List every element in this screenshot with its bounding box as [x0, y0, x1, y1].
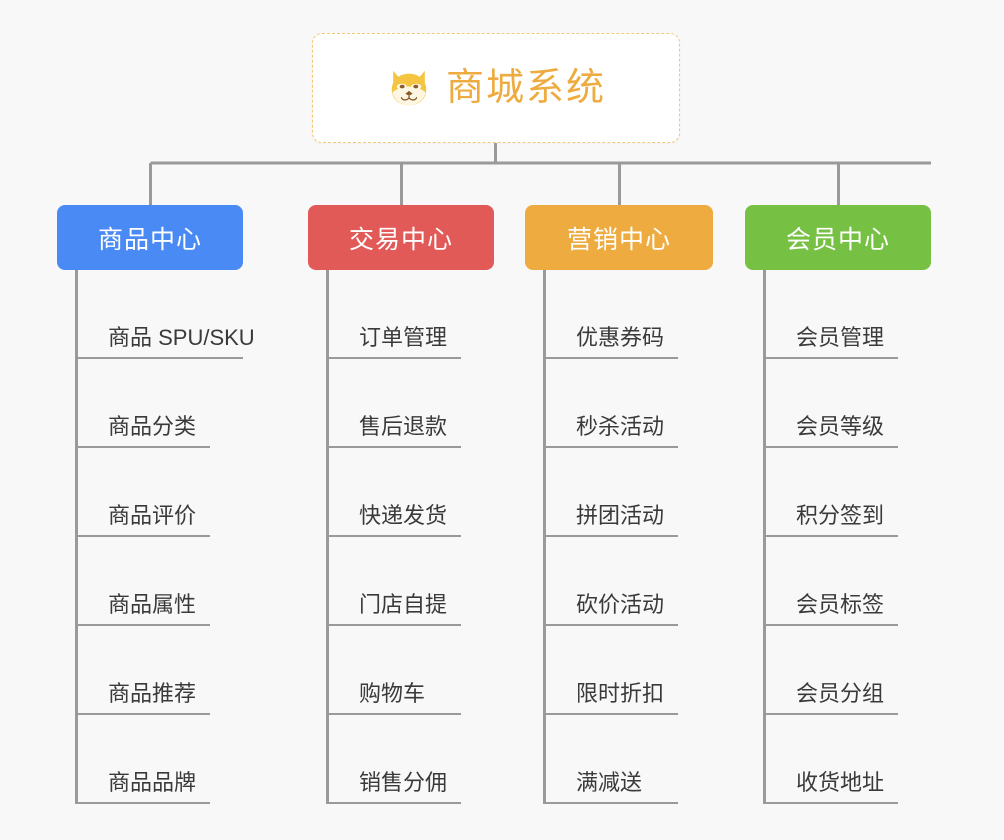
list-item[interactable]: 会员管理 [766, 270, 931, 359]
leaf-list-member: 会员管理 会员等级 积分签到 会员标签 会员分组 收货地址 [763, 270, 931, 804]
leaf-label: 优惠券码 [546, 324, 678, 359]
leaf-label: 限时折扣 [546, 680, 678, 715]
list-item[interactable]: 秒杀活动 [546, 359, 713, 448]
category-header-marketing[interactable]: 营销中心 [525, 205, 713, 270]
list-item[interactable]: 会员标签 [766, 537, 931, 626]
leaf-label: 会员分组 [766, 680, 898, 715]
leaf-label: 会员标签 [766, 591, 898, 626]
leaf-label: 会员管理 [766, 324, 898, 359]
leaf-label: 拼团活动 [546, 502, 678, 537]
category-header-member[interactable]: 会员中心 [745, 205, 931, 270]
category-column-trade: 交易中心 订单管理 售后退款 快递发货 门店自提 购物车 销售分佣 [308, 205, 494, 820]
leaf-label: 满减送 [546, 769, 678, 804]
category-label: 交易中心 [348, 225, 453, 254]
leaf-label: 订单管理 [329, 324, 461, 359]
leaf-label: 收货地址 [766, 769, 898, 804]
list-item[interactable]: 售后退款 [329, 359, 494, 448]
leaf-label: 商品属性 [78, 591, 210, 626]
list-item[interactable]: 商品品牌 [78, 715, 243, 804]
leaf-list-trade: 订单管理 售后退款 快递发货 门店自提 购物车 销售分佣 [326, 270, 494, 804]
list-item[interactable]: 门店自提 [329, 537, 494, 626]
leaf-label: 商品分类 [78, 413, 210, 448]
list-item[interactable]: 购物车 [329, 626, 494, 715]
category-column-marketing: 营销中心 优惠券码 秒杀活动 拼团活动 砍价活动 限时折扣 满减送 [525, 205, 713, 820]
leaf-label: 门店自提 [329, 591, 461, 626]
list-item[interactable]: 商品推荐 [78, 626, 243, 715]
list-item[interactable]: 会员分组 [766, 626, 931, 715]
category-column-product: 商品中心 商品 SPU/SKU 商品分类 商品评价 商品属性 商品推荐 商品品牌 [57, 205, 255, 820]
list-item[interactable]: 商品属性 [78, 537, 243, 626]
leaf-label: 秒杀活动 [546, 413, 678, 448]
list-item[interactable]: 收货地址 [766, 715, 931, 804]
list-item[interactable]: 拼团活动 [546, 448, 713, 537]
list-item[interactable]: 砍价活动 [546, 537, 713, 626]
list-item[interactable]: 积分签到 [766, 448, 931, 537]
list-item[interactable]: 满减送 [546, 715, 713, 804]
shiba-dog-face-icon [391, 70, 427, 106]
category-header-trade[interactable]: 交易中心 [308, 205, 494, 270]
leaf-label: 积分签到 [766, 502, 898, 537]
leaf-label: 会员等级 [766, 413, 898, 448]
list-item[interactable]: 会员等级 [766, 359, 931, 448]
leaf-label: 销售分佣 [329, 769, 461, 804]
leaf-list-marketing: 优惠券码 秒杀活动 拼团活动 砍价活动 限时折扣 满减送 [543, 270, 713, 804]
list-item[interactable]: 商品分类 [78, 359, 243, 448]
list-item[interactable]: 快递发货 [329, 448, 494, 537]
leaf-list-product: 商品 SPU/SKU 商品分类 商品评价 商品属性 商品推荐 商品品牌 [75, 270, 255, 804]
leaf-label: 快递发货 [329, 502, 461, 537]
category-label: 商品中心 [97, 225, 202, 254]
leaf-label: 商品品牌 [78, 769, 210, 804]
leaf-label: 砍价活动 [546, 591, 678, 626]
root-node[interactable]: 商城系统 [312, 33, 680, 143]
list-item[interactable]: 商品 SPU/SKU [78, 270, 255, 359]
leaf-label: 商品 SPU/SKU [78, 324, 255, 359]
category-label: 营销中心 [566, 225, 671, 254]
category-column-member: 会员中心 会员管理 会员等级 积分签到 会员标签 会员分组 收货地址 [745, 205, 931, 820]
list-item[interactable]: 销售分佣 [329, 715, 494, 804]
root-title: 商城系统 [445, 67, 606, 109]
leaf-label: 购物车 [329, 680, 461, 715]
category-label: 会员中心 [785, 225, 890, 254]
list-item[interactable]: 限时折扣 [546, 626, 713, 715]
leaf-label: 商品推荐 [78, 680, 210, 715]
leaf-label: 售后退款 [329, 413, 461, 448]
list-item[interactable]: 优惠券码 [546, 270, 713, 359]
leaf-label: 商品评价 [78, 502, 210, 537]
list-item[interactable]: 商品评价 [78, 448, 243, 537]
category-header-product[interactable]: 商品中心 [57, 205, 243, 270]
list-item[interactable]: 订单管理 [329, 270, 494, 359]
